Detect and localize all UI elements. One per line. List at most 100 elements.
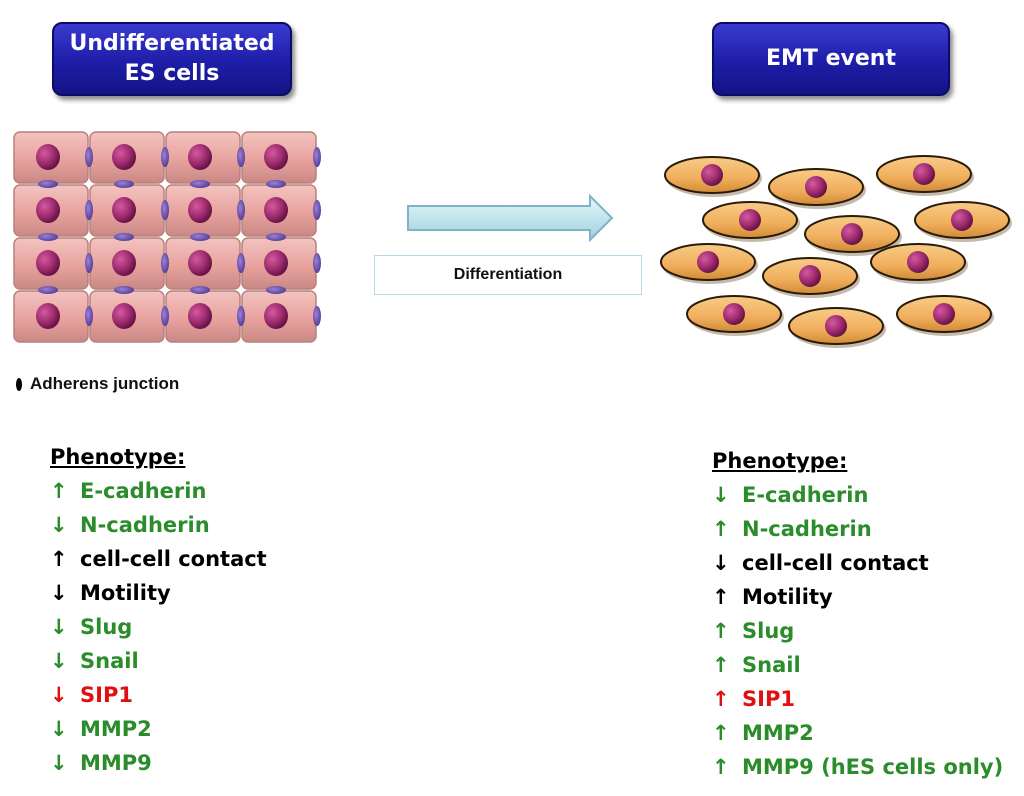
- nucleus: [112, 144, 136, 170]
- nucleus: [36, 250, 60, 276]
- differentiation-label: Differentiation: [374, 255, 642, 295]
- phenotype-item: ↓ cell-cell contact: [712, 546, 1003, 580]
- phenotype-item: ↑ Motility: [712, 580, 1003, 614]
- nucleus: [264, 250, 288, 276]
- nucleus: [188, 197, 212, 223]
- phenotype-item: ↓Slug: [50, 610, 267, 644]
- nucleus: [36, 197, 60, 223]
- phenotype-item-label: Motility: [742, 585, 833, 609]
- arrow-up-icon: ↑: [712, 517, 730, 541]
- phenotype-item-label: MMP2: [80, 717, 152, 741]
- phenotype-item-label: E-cadherin: [742, 483, 869, 507]
- phenotype-item-label: Slug: [742, 619, 795, 643]
- phenotype-item-label: cell-cell contact: [742, 551, 929, 575]
- adherens-junction: [161, 253, 169, 273]
- title-left-line1: Undifferentiated: [69, 31, 275, 56]
- adherens-junction: [38, 233, 58, 241]
- nucleus: [701, 164, 723, 186]
- nucleus: [36, 144, 60, 170]
- phenotype-item: ↑ cell-cell contact: [50, 542, 267, 576]
- phenotype-item-label: Snail: [80, 649, 139, 673]
- phenotype-item-label: SIP1: [742, 687, 795, 711]
- title-right-text: EMT event: [766, 46, 896, 71]
- nucleus: [36, 303, 60, 329]
- adherens-junction: [114, 233, 134, 241]
- arrow-down-icon: ↓: [50, 683, 68, 707]
- mesenchymal-cell-group: [660, 155, 1012, 348]
- phenotype-item-label: N-cadherin: [80, 513, 210, 537]
- arrow-down-icon: ↓: [712, 551, 730, 575]
- arrow-down-icon: ↓: [50, 615, 68, 639]
- phenotype-item: ↓ Snail: [50, 644, 267, 678]
- arrow-up-icon: ↑: [712, 619, 730, 643]
- adherens-junction: [114, 286, 134, 294]
- phenotype-item-label: SIP1: [80, 683, 133, 707]
- adherens-junction: [85, 253, 93, 273]
- adherens-junction: [190, 180, 210, 188]
- nucleus: [805, 176, 827, 198]
- phenotype-item: ↑E-cadherin: [50, 474, 267, 508]
- adherens-junction: [266, 180, 286, 188]
- nucleus: [933, 303, 955, 325]
- adherens-junction: [190, 233, 210, 241]
- adherens-junction-icon: [16, 377, 22, 391]
- arrow-down-icon: ↓: [50, 717, 68, 741]
- arrow-up-icon: ↑: [712, 721, 730, 745]
- epithelial-cell-sheet: [13, 131, 321, 343]
- phenotype-item: ↓N-cadherin: [50, 508, 267, 542]
- arrow-up-icon: ↑: [712, 755, 730, 779]
- nucleus: [188, 303, 212, 329]
- nucleus: [264, 144, 288, 170]
- adherens-junction: [38, 180, 58, 188]
- arrow-up-icon: ↑: [50, 547, 68, 571]
- arrow-down-icon: ↓: [712, 483, 730, 507]
- nucleus: [739, 209, 761, 231]
- adherens-junction: [313, 253, 321, 273]
- phenotype-item: ↓ MMP9: [50, 746, 267, 780]
- adherens-junction: [161, 200, 169, 220]
- nucleus: [264, 197, 288, 223]
- phenotype-item: ↑SIP1: [712, 682, 1003, 716]
- adherens-junction: [237, 200, 245, 220]
- adherens-junction: [161, 306, 169, 326]
- title-emt-event: EMT event: [712, 22, 950, 96]
- adherens-junction: [313, 306, 321, 326]
- adherens-junction: [266, 286, 286, 294]
- phenotype-item: ↑Snail: [712, 648, 1003, 682]
- adherens-junction: [237, 306, 245, 326]
- arrow-down-icon: ↓: [50, 581, 68, 605]
- adherens-junction: [38, 286, 58, 294]
- phenotype-item-label: MMP2: [742, 721, 814, 745]
- phenotype-item-label: cell-cell contact: [80, 547, 267, 571]
- phenotype-item-label: MMP9: [80, 751, 152, 775]
- nucleus: [188, 144, 212, 170]
- nucleus: [951, 209, 973, 231]
- arrow-up-icon: ↑: [50, 479, 68, 503]
- arrow-down-icon: ↓: [50, 649, 68, 673]
- adherens-junction: [313, 200, 321, 220]
- phenotype-list-right: Phenotype: ↓ E-cadherin ↑ N-cadherin ↓ cell-c…: [712, 444, 1003, 784]
- phenotype-heading-left: Phenotype:: [50, 445, 186, 469]
- nucleus: [825, 315, 847, 337]
- adherens-junction: [85, 306, 93, 326]
- adherens-junction: [237, 253, 245, 273]
- adherens-junction: [85, 200, 93, 220]
- phenotype-item-label: N-cadherin: [742, 517, 872, 541]
- legend-adherens-junction: Adherens junction: [16, 372, 179, 396]
- differentiation-arrow: [407, 193, 614, 243]
- nucleus: [913, 163, 935, 185]
- legend-label: Adherens junction: [30, 374, 180, 393]
- arrow-down-icon: ↓: [50, 751, 68, 775]
- title-left-line2: ES cells: [124, 61, 220, 86]
- nucleus: [799, 265, 821, 287]
- phenotype-item-label: Motility: [80, 581, 171, 605]
- phenotype-item: ↑ N-cadherin: [712, 512, 1003, 546]
- phenotype-item-label: MMP9 (hES cells only): [742, 755, 1004, 779]
- phenotype-heading-right: Phenotype:: [712, 449, 848, 473]
- phenotype-item: ↓ MMP2: [50, 712, 267, 746]
- arrow-up-icon: ↑: [712, 585, 730, 609]
- nucleus: [841, 223, 863, 245]
- adherens-junction: [313, 147, 321, 167]
- nucleus: [112, 250, 136, 276]
- adherens-junction: [161, 147, 169, 167]
